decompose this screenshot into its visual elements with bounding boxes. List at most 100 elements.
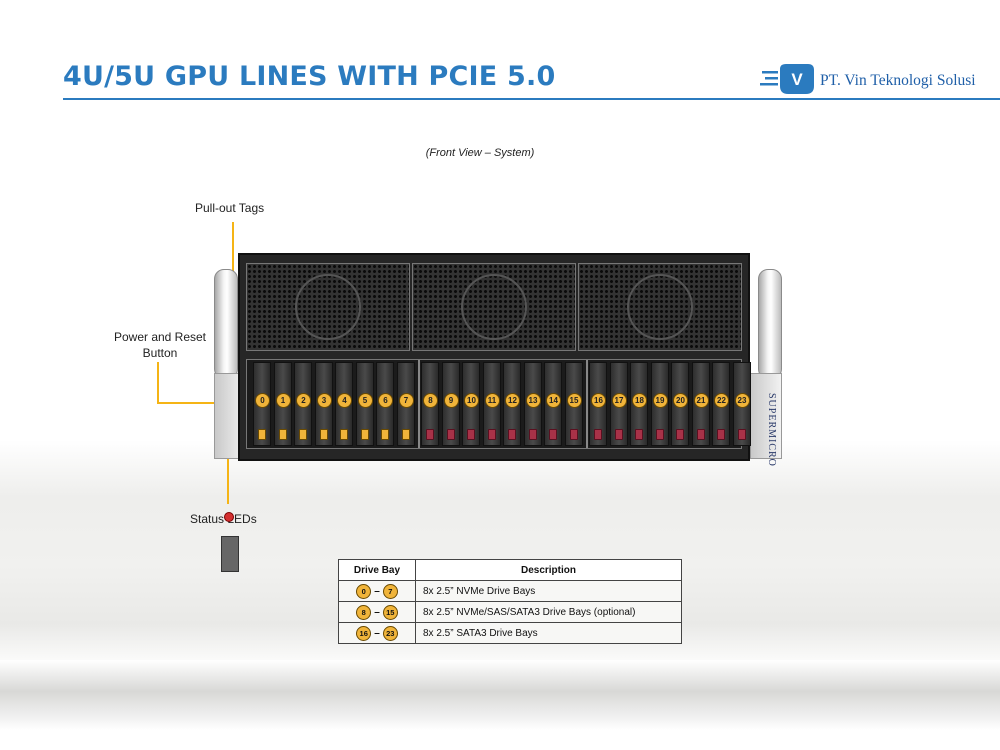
pull-out-tag[interactable] xyxy=(258,429,266,440)
pull-out-tag[interactable] xyxy=(299,429,307,440)
pull-out-tag[interactable] xyxy=(401,429,410,440)
brand-label: SUPERMICRO xyxy=(766,393,777,467)
pull-out-tag[interactable] xyxy=(360,429,369,440)
pull-out-tag[interactable] xyxy=(340,429,348,440)
bay-description: 8x 2.5” NVMe/SAS/SATA3 Drive Bays (optio… xyxy=(415,601,682,623)
pull-out-tag[interactable] xyxy=(717,429,725,440)
drive-bay-16[interactable]: 16 xyxy=(589,362,607,446)
bay-number: 6 xyxy=(378,393,393,408)
status-led-panel xyxy=(221,536,239,572)
drive-bay-20[interactable]: 20 xyxy=(671,362,689,446)
table-row: 0–7 8x 2.5” NVMe Drive Bays xyxy=(338,580,682,602)
left-handle xyxy=(214,269,238,379)
drive-bay-9[interactable]: 9 xyxy=(441,362,460,446)
header-drive-bay: Drive Bay xyxy=(338,559,416,581)
callout-power-reset-button: Power and Reset Button xyxy=(113,330,207,360)
power-button-icon[interactable] xyxy=(224,512,234,522)
bay-number: 2 xyxy=(296,393,311,408)
bay-number: 5 xyxy=(357,393,373,408)
page-title: 4U/5U GPU LINES WITH PCIE 5.0 xyxy=(63,61,556,92)
pull-out-tag[interactable] xyxy=(528,429,537,440)
pull-out-tag[interactable] xyxy=(594,429,602,440)
drive-bay-12[interactable]: 12 xyxy=(503,362,521,446)
drive-bay-8[interactable]: 8 xyxy=(421,362,439,446)
bay-number: 9 xyxy=(443,393,459,408)
bay-number: 23 xyxy=(734,393,750,408)
fan-grille xyxy=(412,263,576,351)
drive-bay-1[interactable]: 1 xyxy=(273,362,292,446)
bay-description: 8x 2.5” SATA3 Drive Bays xyxy=(415,622,682,644)
bay-number: 19 xyxy=(652,393,668,408)
pull-out-tag[interactable] xyxy=(508,429,516,440)
figure-caption: (Front View – System) xyxy=(425,147,535,159)
drive-bay-23[interactable]: 23 xyxy=(732,362,751,446)
bay-number: 22 xyxy=(714,393,729,408)
right-handle xyxy=(758,269,782,379)
drive-bay-5[interactable]: 5 xyxy=(355,362,374,446)
drive-bay-21[interactable]: 21 xyxy=(691,362,710,446)
title-underline xyxy=(63,98,1000,100)
pull-out-tag[interactable] xyxy=(487,429,496,440)
pull-out-tag[interactable] xyxy=(319,429,328,440)
drive-bay-22[interactable]: 22 xyxy=(712,362,730,446)
bay-range: 16–23 xyxy=(338,622,416,644)
pull-out-tag[interactable] xyxy=(696,429,705,440)
bay-badge: 16 xyxy=(356,625,372,641)
pull-out-tag[interactable] xyxy=(676,429,684,440)
bay-number: 14 xyxy=(546,393,561,408)
bay-badge: 15 xyxy=(382,604,398,620)
bay-number: 3 xyxy=(316,393,332,408)
bay-badge: 23 xyxy=(382,625,398,641)
power-leader-line-horizontal xyxy=(157,402,224,404)
drive-bay-11[interactable]: 11 xyxy=(482,362,501,446)
pull-out-tag[interactable] xyxy=(467,429,475,440)
fan-grille xyxy=(578,263,742,351)
pull-out-tag[interactable] xyxy=(737,429,746,440)
drive-bay-6[interactable]: 6 xyxy=(376,362,394,446)
bay-number: 20 xyxy=(673,393,688,408)
pull-out-tag[interactable] xyxy=(655,429,664,440)
drive-bay-17[interactable]: 17 xyxy=(609,362,628,446)
logo-letter: V xyxy=(791,70,803,89)
pull-out-tag[interactable] xyxy=(278,429,287,440)
bay-number: 7 xyxy=(398,393,414,408)
drive-bay-13[interactable]: 13 xyxy=(523,362,542,446)
status-leader-line xyxy=(227,452,229,504)
drive-bay-7[interactable]: 7 xyxy=(396,362,415,446)
drive-bay-0[interactable]: 0 xyxy=(253,362,271,446)
bay-number: 10 xyxy=(464,393,479,408)
pull-out-tag[interactable] xyxy=(614,429,623,440)
drive-bay-10[interactable]: 10 xyxy=(462,362,480,446)
bay-number: 11 xyxy=(484,393,500,408)
drive-bay-3[interactable]: 3 xyxy=(314,362,333,446)
pull-out-tag[interactable] xyxy=(635,429,643,440)
bay-range: 8–15 xyxy=(338,601,416,623)
drive-bay-2[interactable]: 2 xyxy=(294,362,312,446)
pull-out-tag[interactable] xyxy=(426,429,434,440)
drive-bay-table: Drive Bay Description 0–7 8x 2.5” NVMe D… xyxy=(338,559,682,644)
drive-bay-15[interactable]: 15 xyxy=(564,362,583,446)
callout-status-leds: Status LEDs xyxy=(190,512,257,526)
drive-bay-19[interactable]: 19 xyxy=(650,362,669,446)
pull-out-tag[interactable] xyxy=(549,429,557,440)
pull-out-tag[interactable] xyxy=(446,429,455,440)
table-header-row: Drive Bay Description xyxy=(338,559,682,581)
pull-out-tag[interactable] xyxy=(569,429,578,440)
drive-bay-14[interactable]: 14 xyxy=(544,362,562,446)
bay-badge: 7 xyxy=(382,583,398,599)
drive-bay-4[interactable]: 4 xyxy=(335,362,353,446)
bay-range: 0–7 xyxy=(338,580,416,602)
bay-number: 21 xyxy=(693,393,709,408)
pull-out-tag[interactable] xyxy=(381,429,389,440)
bay-number: 8 xyxy=(423,393,438,408)
power-leader-line-vertical xyxy=(157,362,159,404)
table-row: 8–15 8x 2.5” NVMe/SAS/SATA3 Drive Bays (… xyxy=(338,601,682,623)
bay-number: 17 xyxy=(611,393,627,408)
bay-badge: 8 xyxy=(356,604,372,620)
drive-bay-18[interactable]: 18 xyxy=(630,362,648,446)
bay-number: 13 xyxy=(525,393,541,408)
background-shadow xyxy=(0,660,1000,730)
table-row: 16–23 8x 2.5” SATA3 Drive Bays xyxy=(338,622,682,644)
